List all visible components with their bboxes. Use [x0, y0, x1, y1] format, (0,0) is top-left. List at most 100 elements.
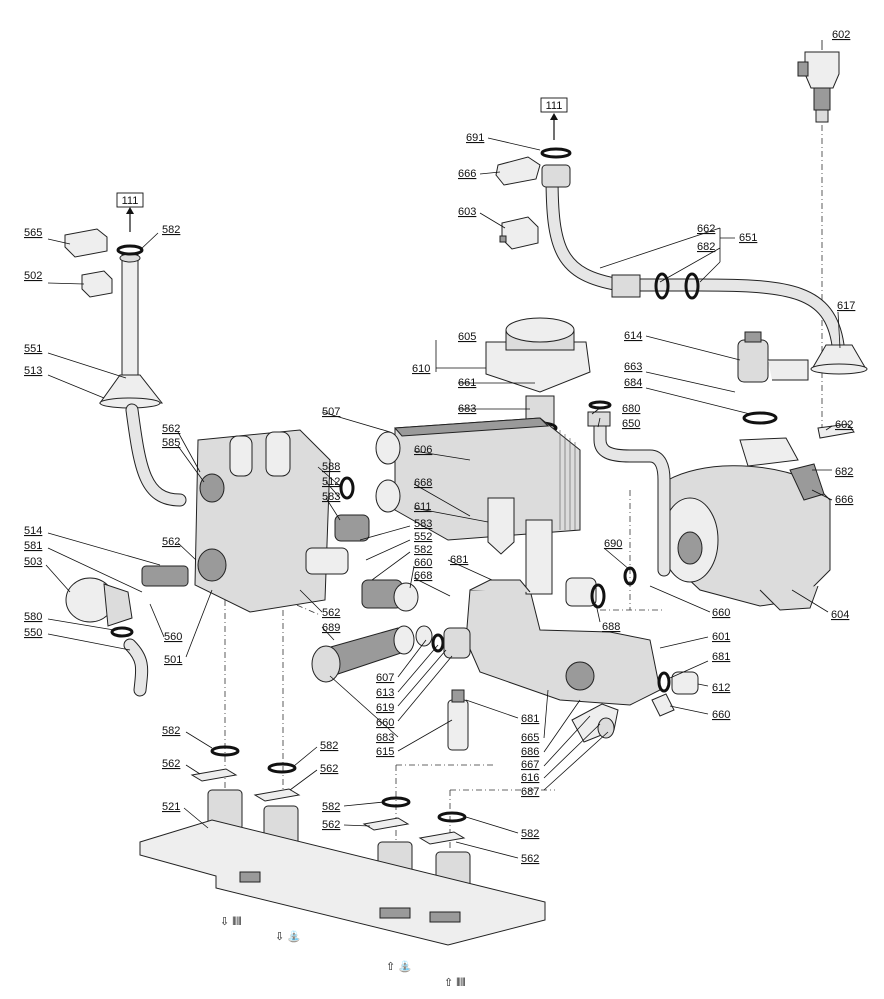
callout-507: 507 [322, 406, 340, 418]
callout-585: 585 [162, 437, 180, 449]
part-605-fan [485, 317, 591, 393]
callout-562-c: 562 [322, 607, 340, 619]
callout-552: 552 [414, 531, 432, 543]
callout-588: 588 [322, 461, 340, 473]
flow-symbols: ⇩ ⫴⫴ ⇩ ⛲ ⇧ ⛲ ⇧ ⫴⫴ [220, 916, 466, 989]
part-650-pipe [587, 411, 671, 577]
part-583-fitting [305, 514, 370, 575]
callout-665: 665 [521, 732, 539, 744]
reference-label-top: 111 [546, 100, 563, 112]
callout-582-b2: 582 [320, 740, 338, 752]
callout-582-b4: 582 [521, 828, 539, 840]
part-603-clip [499, 216, 539, 250]
part-514-filter [141, 565, 189, 587]
part-660-clip [651, 693, 675, 717]
callout-606: 606 [414, 444, 432, 456]
callout-689: 689 [322, 622, 340, 634]
callout-687: 687 [521, 786, 539, 798]
callout-619: 619 [376, 702, 394, 714]
callout-691: 691 [466, 132, 484, 144]
callout-616: 616 [521, 772, 539, 784]
part-691-seal [540, 147, 572, 159]
callout-661: 661 [458, 377, 476, 389]
part-521-base-plate [139, 819, 546, 946]
callout-660-a: 660 [414, 557, 432, 569]
callout-614: 614 [624, 330, 642, 342]
callout-666-right: 666 [835, 494, 853, 506]
callout-521: 521 [162, 801, 180, 813]
callout-605: 605 [458, 331, 476, 343]
callout-581: 581 [24, 540, 42, 552]
callout-660-c: 660 [712, 709, 730, 721]
part-602-top-sensor [797, 51, 840, 123]
part-602-right [817, 423, 855, 439]
callout-512: 512 [322, 476, 340, 488]
part-607-613-fittings [415, 625, 471, 659]
callout-582-top: 582 [162, 224, 180, 236]
callout-683-b: 683 [376, 732, 394, 744]
part-601-valve-block [465, 519, 661, 706]
callout-603: 603 [458, 206, 476, 218]
callout-663: 663 [624, 361, 642, 373]
dhw-out-symbol: ⇩ ⛲ [275, 930, 301, 943]
callout-668-a: 668 [414, 477, 432, 489]
part-551-vertical-pipe [119, 253, 141, 376]
callout-565: 565 [24, 227, 42, 239]
part-651-tube [541, 164, 845, 352]
part-617-cone [810, 344, 868, 375]
callout-503: 503 [24, 556, 42, 568]
callout-582-b3: 582 [322, 801, 340, 813]
callout-681-c: 681 [521, 713, 539, 725]
part-666-clip-top [495, 156, 541, 186]
part-616-tap [571, 703, 619, 743]
callout-681-b: 681 [712, 651, 730, 663]
callout-610: 610 [412, 363, 430, 375]
callout-666: 666 [458, 168, 476, 180]
part-501-hydraulic-block [194, 429, 331, 613]
callout-612: 612 [712, 682, 730, 694]
callout-688: 688 [602, 621, 620, 633]
part-611-filter [487, 497, 515, 555]
reference-box-left: 111 [116, 192, 144, 232]
callout-615: 615 [376, 746, 394, 758]
heating-return-symbol: ⇩ ⫴⫴ [220, 916, 242, 928]
part-615-drain [447, 689, 469, 751]
part-502-clip [81, 270, 113, 298]
reference-label-left: 111 [122, 195, 139, 207]
reference-box-top: 111 [540, 97, 568, 140]
part-614-valve [737, 331, 809, 383]
leader-lines [45, 40, 841, 859]
assembly-axes [224, 125, 823, 850]
callout-611: 611 [414, 501, 432, 513]
callout-607: 607 [376, 672, 394, 684]
callout-560: 560 [164, 631, 182, 643]
callout-682-right: 682 [835, 466, 853, 478]
callout-660-d: 660 [376, 717, 394, 729]
callout-680: 680 [622, 403, 640, 415]
part-552-fitting [361, 579, 419, 612]
callout-583-a: 583 [322, 491, 340, 503]
callout-601: 601 [712, 631, 730, 643]
callout-562-b3: 562 [322, 819, 340, 831]
part-684-seal [742, 411, 778, 425]
callout-580: 580 [24, 611, 42, 623]
callout-681-a: 681 [450, 554, 468, 566]
callout-513: 513 [24, 365, 42, 377]
callout-labels: 602 691 666 603 662 682 651 617 614 663 … [24, 29, 855, 865]
callout-562-b1: 562 [162, 758, 180, 770]
callout-667: 667 [521, 759, 539, 771]
callout-660-b: 660 [712, 607, 730, 619]
part-588-seal [339, 476, 355, 500]
callout-662: 662 [697, 223, 715, 235]
part-550-elbow [123, 638, 149, 697]
callout-582-mid: 582 [414, 544, 432, 556]
callout-550: 550 [24, 627, 42, 639]
part-680-seal [588, 400, 612, 410]
part-503-valve [65, 577, 133, 627]
callout-650: 650 [622, 418, 640, 430]
bottom-seals-clips [190, 745, 467, 845]
callout-551: 551 [24, 343, 42, 355]
cold-in-symbol: ⇧ ⛲ [386, 960, 412, 973]
callout-602-right: 602 [835, 419, 853, 431]
